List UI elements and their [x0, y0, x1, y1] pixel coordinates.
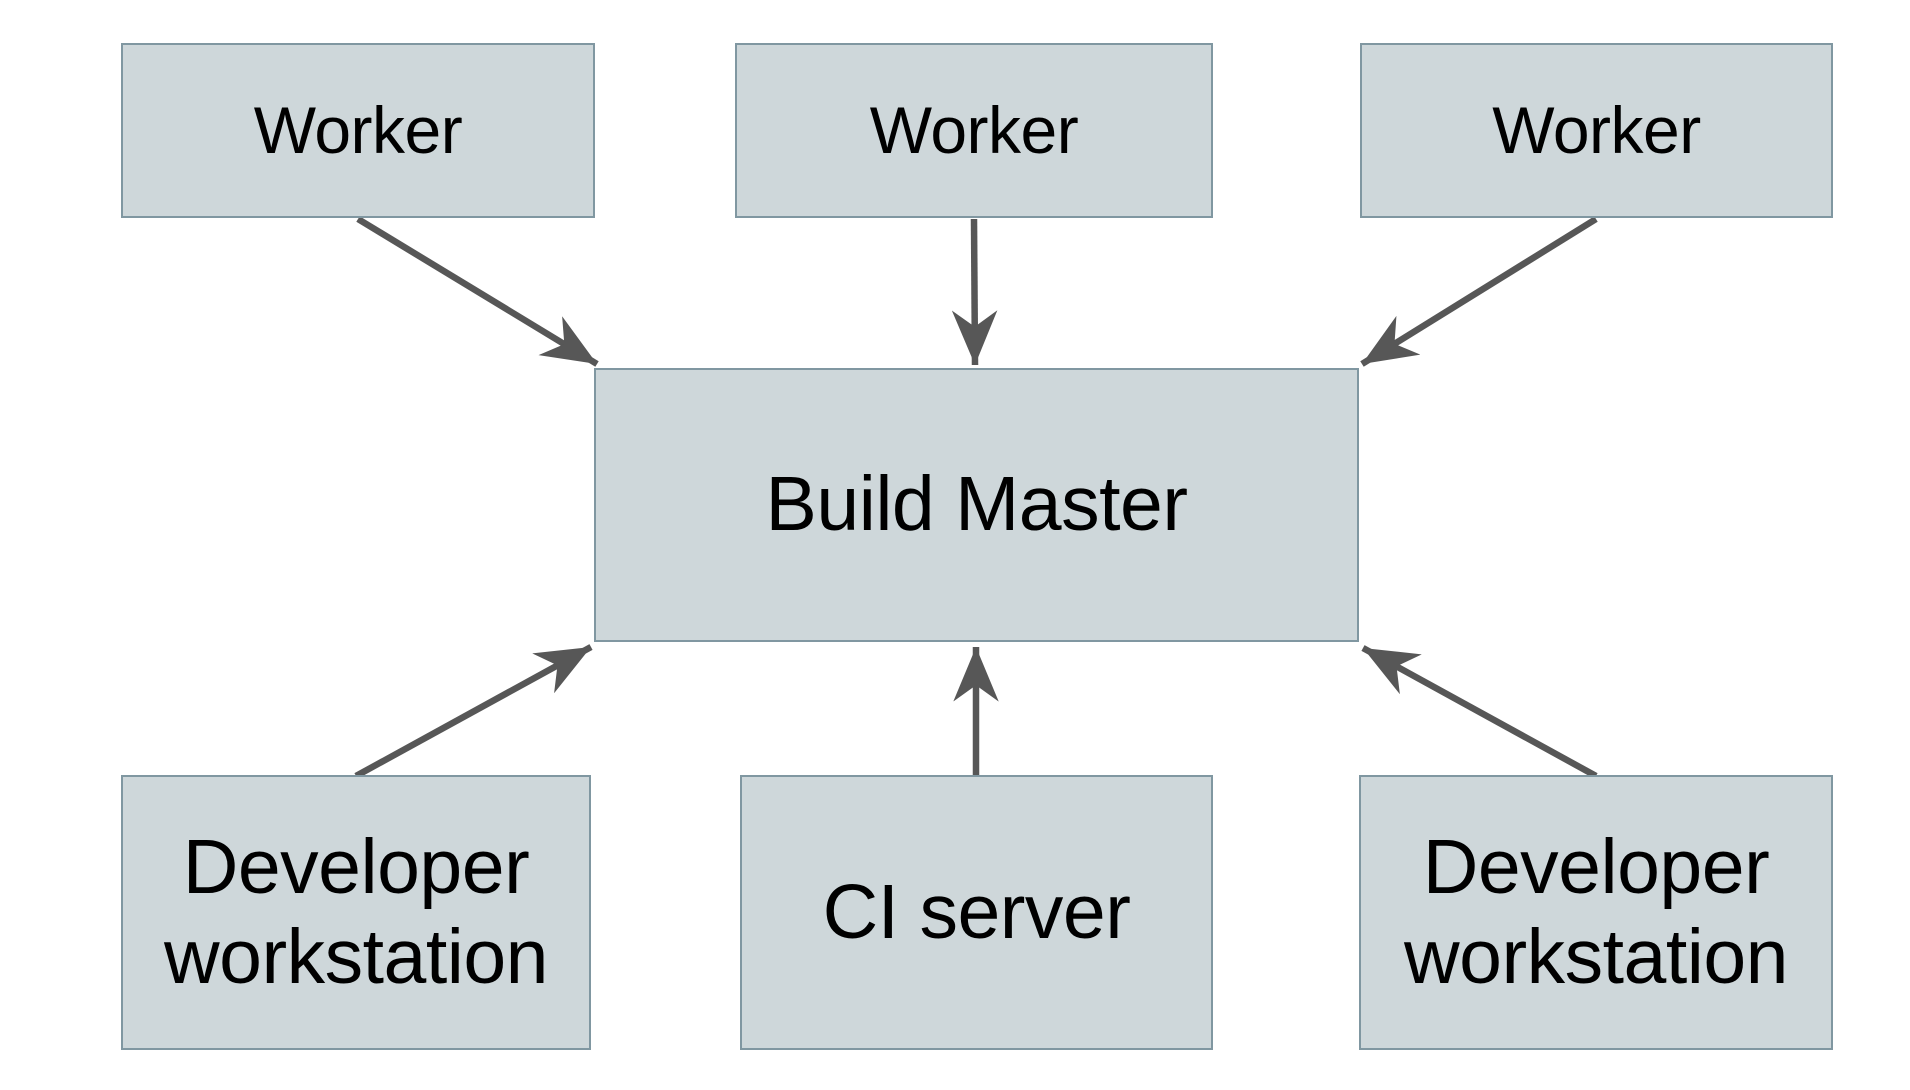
arrow-worker-3-to-build-master: [1360, 216, 1598, 367]
node-developer-workstation-right-label: Developer workstation: [1404, 824, 1788, 1000]
node-developer-workstation-right: Developer workstation: [1359, 775, 1833, 1050]
node-worker-1-label: Worker: [253, 93, 463, 168]
node-developer-workstation-left: Developer workstation: [121, 775, 591, 1050]
node-ci-server: CI server: [740, 775, 1213, 1050]
arrow-worker-2-to-build-master: [951, 218, 998, 366]
arrow-developer-workstation-left-to-build-master: [354, 644, 593, 779]
node-build-master-label: Build Master: [765, 461, 1188, 548]
node-developer-workstation-left-label: Developer workstation: [164, 824, 548, 1000]
arrow-developer-workstation-right-to-build-master: [1361, 645, 1598, 779]
node-worker-1: Worker: [121, 43, 595, 218]
node-build-master: Build Master: [594, 368, 1359, 642]
node-worker-2-label: Worker: [869, 93, 1079, 168]
node-worker-3: Worker: [1360, 43, 1833, 218]
node-worker-3-label: Worker: [1492, 93, 1701, 168]
arrow-worker-1-to-build-master: [356, 216, 599, 367]
node-ci-server-label: CI server: [822, 868, 1131, 955]
node-worker-2: Worker: [735, 43, 1213, 218]
